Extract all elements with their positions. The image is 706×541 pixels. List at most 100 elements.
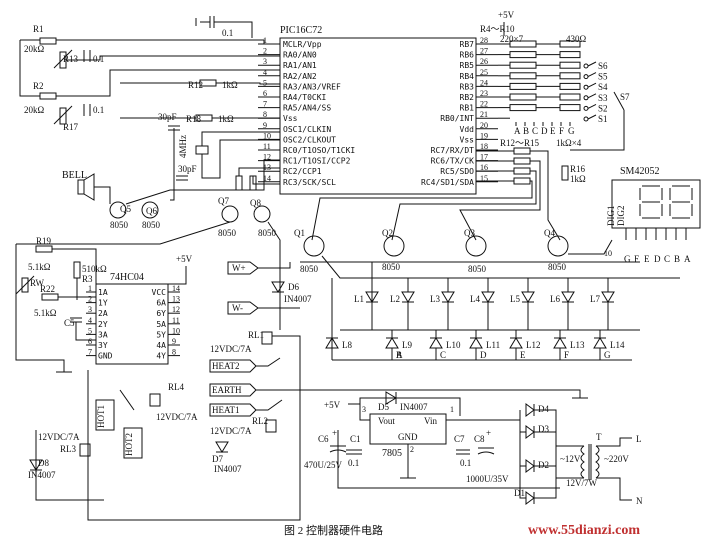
c-01a-value: 0.1 <box>93 54 104 64</box>
hex-pin-name: 2A <box>98 309 108 318</box>
hex-pin-number: 12 <box>172 305 180 314</box>
mcu-pin-name: RB4 <box>460 72 475 81</box>
mcu-right-pins: 28RB727RB626RB525RB424RB323RB222RB121RB0… <box>421 36 498 187</box>
switch-contact <box>583 84 589 90</box>
switch-label: S2 <box>598 103 608 113</box>
switch-label: S5 <box>598 72 608 82</box>
hex-pin-number: 11 <box>172 316 180 325</box>
led-label: L11 <box>486 340 500 350</box>
r1-label: R1 <box>33 24 44 34</box>
plus5v-ps: +5V <box>324 400 341 410</box>
switch-lever <box>587 82 597 88</box>
c30b-value: 30pF <box>178 164 197 174</box>
rl2-value: 12VDC/7A <box>210 426 252 436</box>
segment-letter: D <box>541 126 548 136</box>
mcu-pin-name: RB0/INT <box>440 114 474 123</box>
led-symbol <box>601 291 615 303</box>
rl4-value: 12VDC/7A <box>156 412 198 422</box>
heat2-label: HEAT2 <box>212 361 240 371</box>
digit-glyph-1 <box>639 185 663 219</box>
mcu-pin-number: 10 <box>263 131 271 140</box>
led-label: L7 <box>590 294 600 304</box>
cap-top-value: 0.1 <box>222 28 233 38</box>
hex-pin-number: 4 <box>88 316 92 325</box>
rb-resistor-430 <box>559 93 581 101</box>
transformer: T ~12V ~220V 12V/7W L N <box>556 432 643 506</box>
mcu-pin-name: RB3 <box>460 82 475 91</box>
bell-label: BELL <box>62 170 87 181</box>
rb-resistor-430 <box>559 72 581 80</box>
d5-value: IN4007 <box>400 402 428 412</box>
led-node-letter: E <box>520 350 526 360</box>
r17-label: R17 <box>63 122 79 132</box>
c8-value: 1000U/35V <box>466 474 509 484</box>
led-label: L2 <box>390 294 400 304</box>
hex-pin-number: 1 <box>88 284 92 293</box>
mcu-pin-name: RB2 <box>460 93 475 102</box>
dig1-label: DIG1 <box>606 206 616 227</box>
r19-value: 5.1kΩ <box>28 262 51 272</box>
led-symbol <box>441 291 455 303</box>
switch-lever <box>587 103 597 109</box>
mcu-pin-name: RA2/AN2 <box>283 72 317 81</box>
display-pin-letter: G <box>624 254 631 264</box>
r4-r10-label: R4～R10 <box>480 24 515 34</box>
d7-label: D7 <box>212 454 223 464</box>
hex-pin-number: 2 <box>88 295 92 304</box>
mcu-pin-number: 26 <box>480 57 488 66</box>
led-node-letter: F <box>564 350 569 360</box>
led-label: L5 <box>510 294 520 304</box>
rl3-value: 12VDC/7A <box>38 432 80 442</box>
led-label: L3 <box>430 294 440 304</box>
rb-resistor-220 <box>509 93 537 101</box>
switch-lever <box>587 72 597 78</box>
mcu-pin-number: 9 <box>263 121 267 130</box>
rb-resistor-rows <box>498 40 581 119</box>
led-symbol <box>509 337 523 349</box>
r220-label: 220×7 <box>500 34 524 44</box>
rb-resistor-220 <box>509 104 537 112</box>
led-label: L6 <box>550 294 560 304</box>
switch-lever <box>587 61 597 67</box>
led-symbol <box>481 291 495 303</box>
watermark: www.55dianzi.com <box>528 523 640 538</box>
mcu-pin-number: 12 <box>263 153 271 162</box>
q8-label: Q8 <box>250 198 261 208</box>
q1-type: 8050 <box>300 264 319 274</box>
mcu-pin-number: 16 <box>480 163 488 172</box>
mcu-pin-number: 8 <box>263 110 267 119</box>
bell-driver: BELL Q5 Q6 8050 8050 <box>62 159 280 230</box>
vout-label: Vout <box>378 416 395 426</box>
plus5v-top: +5V <box>498 10 515 20</box>
mcu-pin-name: RC7/RX/DT <box>431 146 475 155</box>
hex-pin-name: 4A <box>156 341 166 350</box>
led-symbol <box>553 337 567 349</box>
rb-resistor-430 <box>559 104 581 112</box>
switch-label: S3 <box>598 93 608 103</box>
q4-type: 8050 <box>548 262 567 272</box>
led-node-letter: B <box>396 350 402 360</box>
hex-ic-name: 74HC04 <box>110 272 144 283</box>
c-01b-value: 0.1 <box>93 105 104 115</box>
r1-value: 20kΩ <box>24 44 45 54</box>
r12-15-value: 1kΩ×4 <box>556 138 582 148</box>
d6-value: IN4007 <box>284 294 312 304</box>
led-node-letter: G <box>604 350 611 360</box>
c5-label: C5 <box>64 318 75 328</box>
mcu-pin-number: 4 <box>263 68 267 77</box>
hex-pin-name: 1Y <box>98 299 108 308</box>
r12-value: 1kΩ <box>222 80 238 90</box>
r18-value: 1kΩ <box>218 114 234 124</box>
d6-label: D6 <box>288 282 299 292</box>
hex-pin-number: 8 <box>172 348 176 357</box>
mcu-pin-name: RC3/SCK/SCL <box>283 178 336 187</box>
q5-label: Q5 <box>120 204 131 214</box>
hex-pin-number: 9 <box>172 337 176 346</box>
hex-pin-name: 3Y <box>98 341 108 350</box>
mcu-pin-number: 22 <box>480 100 488 109</box>
hex-pin-name: GND <box>98 352 113 361</box>
mcu-pin-number: 5 <box>263 78 267 87</box>
hex-pin-number: 5 <box>88 326 92 335</box>
d7-value: IN4007 <box>214 464 242 474</box>
